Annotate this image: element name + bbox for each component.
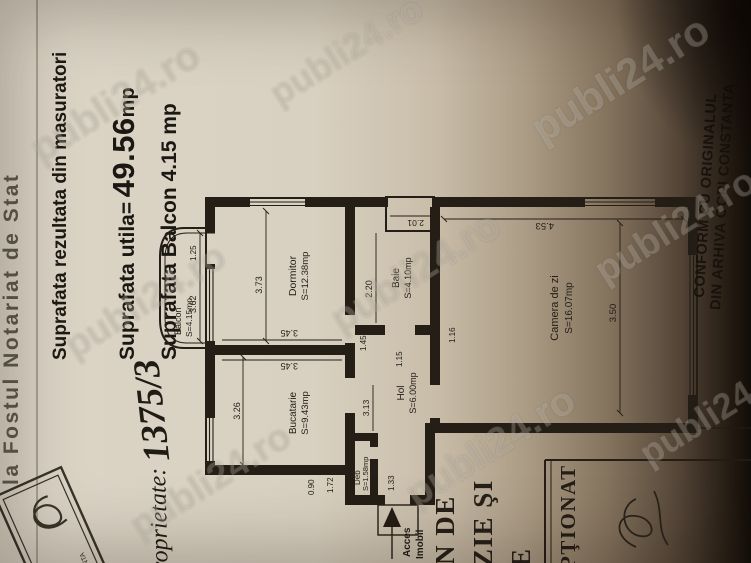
room-balcon-name: Balcon	[173, 307, 183, 335]
stamp-signature-scribble	[33, 495, 68, 529]
balcony-inner-line	[164, 232, 215, 344]
dim-wall-a: 3.45	[280, 361, 298, 371]
room-bucatarie-name: Bucatarie	[288, 391, 299, 434]
dim-camera-w: 3.50	[608, 304, 619, 323]
room-camera-area: S=16.07mp	[564, 282, 575, 334]
stamp-text-2: NTA	[79, 551, 91, 563]
access-arrowhead	[383, 507, 401, 527]
dim-hol-l: 3.13	[361, 399, 371, 416]
access-label-1: Acces	[402, 527, 413, 557]
room-camera-name: Camera de zi	[549, 275, 561, 340]
apartment-walls	[205, 197, 698, 505]
dim-deb-l: 1.72	[326, 477, 335, 493]
plan-labels: Balcon S=4.15mp 3.62 1.25 Dormitor S=12.…	[173, 218, 619, 559]
dim-dormitor-w: 3.73	[254, 276, 264, 294]
form-table-lines	[544, 427, 751, 563]
room-hol-name: Hol	[396, 385, 407, 400]
dim-camera-l: 4.53	[536, 220, 555, 231]
dim-pass-b: 1.15	[395, 351, 404, 367]
dim-balcon-seg: 1.25	[189, 245, 198, 261]
round-corner-stamp: IS NTA	[0, 465, 108, 563]
room-hol-area: S=6.00mp	[408, 372, 418, 413]
room-dormitor-name: Dormitor	[287, 255, 299, 296]
room-deb-name: Deb	[353, 470, 362, 485]
dim-deb-w: 0.90	[307, 479, 316, 495]
room-baie-area: S=4.10mp	[403, 257, 413, 298]
form-signature-scribble	[618, 490, 669, 548]
dim-niche: 2.01	[407, 218, 424, 228]
dim-pass-a: 1.45	[359, 335, 368, 351]
entry-step	[377, 504, 419, 536]
room-bucatarie-area: S=9.43mp	[300, 391, 311, 435]
dim-entry: 1.33	[387, 475, 396, 491]
room-deb-area: S=1.58mp	[361, 457, 370, 491]
room-baie-name: Baie	[391, 268, 402, 288]
access-arrow	[383, 507, 401, 559]
dimension-lines	[196, 207, 688, 469]
dim-pass-c: 1.16	[448, 327, 457, 343]
photo-corner-shadow	[611, 0, 751, 170]
dim-wall-b: 3.45	[280, 328, 298, 338]
room-balcon-area: S=4.15mp	[184, 298, 194, 337]
dim-bucatarie-w: 3.26	[232, 402, 242, 420]
dim-baie-w: 2.20	[364, 280, 374, 298]
dim-balcon-w: 3.62	[188, 295, 198, 313]
balcony-outline	[159, 227, 215, 349]
access-label-2: Imobil	[415, 529, 426, 559]
room-dormitor-area: S=12.38mp	[300, 252, 311, 301]
windows-and-openings	[159, 196, 698, 536]
bathroom-niche	[385, 196, 435, 232]
